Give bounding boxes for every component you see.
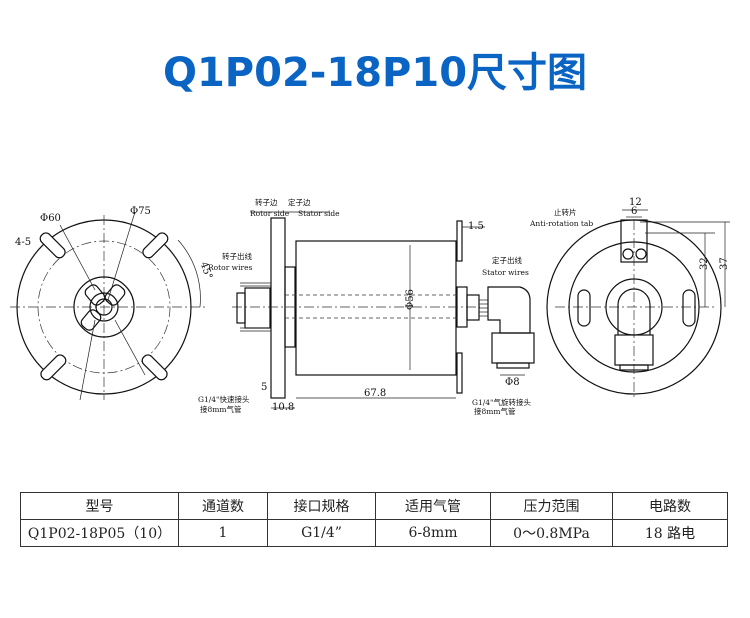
cell-channels: 1	[178, 519, 268, 547]
tab-en: Anti-rotation tab	[529, 219, 593, 228]
cell-pressure: 0～0.8MPa	[490, 519, 613, 547]
header-channels: 通道数	[178, 492, 268, 520]
header-model: 型号	[20, 492, 179, 520]
cell-port: G1/4”	[267, 519, 376, 547]
dim-slots: 4-5	[15, 237, 31, 248]
stator-wires-cn: 定子出线	[492, 255, 522, 265]
table-row: Q1P02-18P05（10） 1 G1/4” 6-8mm 0～0.8MPa 1…	[20, 519, 728, 547]
rotor-side-cn: 转子边	[255, 197, 278, 207]
header-tube: 适用气管	[375, 492, 491, 520]
dim-6: 6	[631, 206, 637, 217]
spec-table: 型号 通道数 接口规格 适用气管 压力范围 电路数 Q1P02-18P05（10…	[20, 492, 728, 547]
page-title: Q1P02-18P10尺寸图	[162, 50, 588, 96]
dim-37: 37	[719, 257, 730, 270]
dim-phi75: Φ75	[130, 206, 151, 217]
rotor-wires-en: Rotor wires	[208, 263, 253, 272]
dim-body-dia: Φ56	[405, 289, 416, 310]
side-view: 转子边 定子边 Rotor side Stator side 转子出线 Roto…	[198, 197, 535, 416]
header-port: 接口规格	[267, 492, 376, 520]
table-header-row: 型号 通道数 接口规格 适用气管 压力范围 电路数	[20, 492, 728, 520]
tab-cn: 止转片	[554, 207, 577, 217]
rotor-wires-cn: 转子出线	[222, 251, 252, 261]
right-fitting-tube: 接8mm气管	[474, 406, 516, 416]
dim-tube: Φ8	[505, 377, 520, 388]
cell-tube: 6-8mm	[375, 519, 491, 547]
header-pressure: 压力范围	[490, 492, 613, 520]
stator-side-en: Stator side	[298, 209, 340, 218]
cell-circuits: 18 路电	[612, 519, 728, 547]
dim-phi60: Φ60	[40, 213, 61, 224]
dim-flange: 1.5	[468, 221, 484, 232]
cell-model: Q1P02-18P05（10）	[20, 519, 179, 547]
rotor-end-view: Φ60 Φ75 4-5 45°	[10, 206, 214, 401]
dim-10-8: 10.8	[272, 402, 294, 413]
dim-5: 5	[261, 382, 267, 393]
left-fitting-tube: 接8mm气管	[200, 404, 242, 414]
dim-12: 12	[629, 197, 642, 208]
dim-32: 32	[699, 257, 710, 270]
dim-length: 67.8	[364, 388, 386, 399]
stator-wires-en: Stator wires	[482, 268, 529, 277]
right-fitting-label: G1/4"气旋转接头	[472, 397, 532, 407]
rotor-side-en: Rotor side	[250, 209, 290, 218]
left-fitting-label: G1/4"快速接头	[198, 394, 250, 404]
stator-side-cn: 定子边	[288, 197, 311, 207]
header-circuits: 电路数	[612, 492, 728, 520]
stator-end-view: 止转片 Anti-rotation tab 12 6 32 37	[529, 197, 730, 400]
